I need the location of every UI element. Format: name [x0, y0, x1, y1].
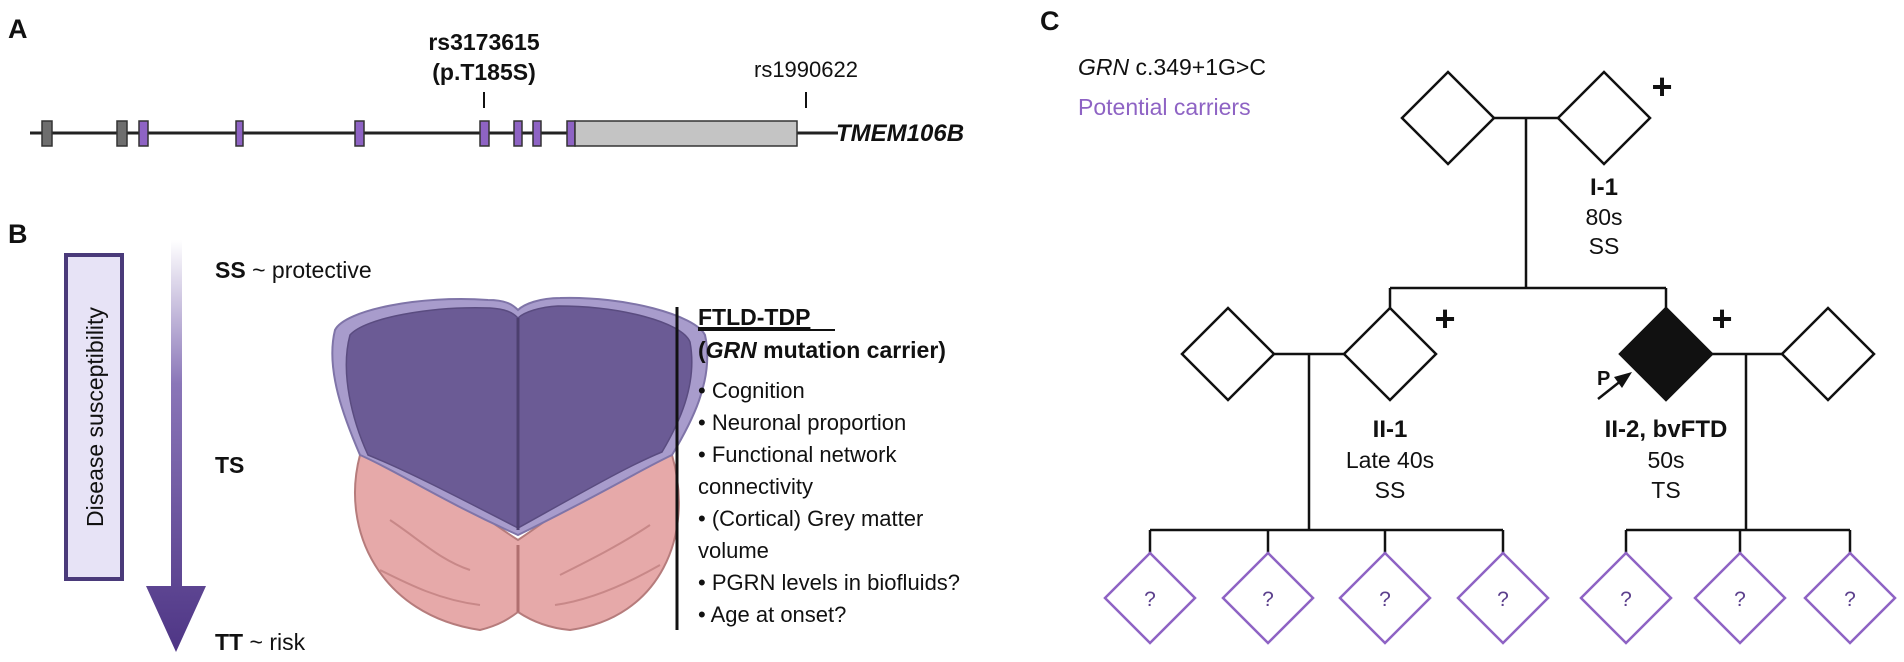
coding-exon-7	[566, 120, 576, 147]
brain-posterior	[354, 451, 680, 632]
ftld-item-network: • Functional network	[698, 442, 897, 467]
unknown-iii-5: ?	[1620, 588, 1632, 611]
legend-variant: GRN c.349+1G>C	[1078, 54, 1266, 80]
susceptibility-arrow	[146, 240, 206, 652]
ftld-item-age-onset: • Age at onset?	[698, 602, 846, 627]
plus-ii-1: +	[1434, 298, 1455, 339]
snp2-id: rs1990622	[754, 57, 858, 82]
coding-exon-1	[138, 120, 149, 147]
legend-potential-carriers: Potential carriers	[1078, 94, 1251, 120]
pedigree-iii-1-potential	[1103, 551, 1197, 645]
ii2-id: II-2, bvFTD	[1605, 416, 1728, 443]
ii2-age: 50s	[1647, 447, 1684, 473]
plus-i-1: +	[1651, 66, 1672, 107]
pedigree-iii-4-potential	[1456, 551, 1550, 645]
unknown-iii-4: ?	[1497, 588, 1509, 611]
pedigree-i-spouse	[1400, 70, 1496, 166]
pedigree-iii-2-potential	[1221, 551, 1315, 645]
coding-exon-5	[513, 120, 523, 147]
i1-age: 80s	[1585, 204, 1622, 230]
pedigree-generation-1	[1400, 70, 1652, 288]
proband-arrow-shaft	[1597, 379, 1623, 400]
unknown-iii-1: ?	[1144, 588, 1156, 611]
arrow-shape	[146, 240, 206, 652]
i1-id: I-1	[1590, 174, 1618, 201]
brain-gyri	[379, 519, 661, 606]
ftld-item-neuronal: • Neuronal proportion	[698, 410, 906, 435]
pedigree-ii-1	[1342, 306, 1438, 402]
proband-arrow-head	[1614, 372, 1632, 388]
coding-exon-6	[532, 120, 542, 147]
ii2-genotype: TS	[1651, 477, 1680, 503]
ftld-title: FTLD-TDP	[698, 304, 810, 330]
pedigree-iii-3-potential	[1338, 551, 1432, 645]
pedigree-iii-7-potential	[1803, 551, 1897, 645]
susceptibility-label: Disease susceptibility	[82, 307, 108, 527]
coding-exon-3	[354, 120, 365, 147]
proband-label: P	[1597, 368, 1610, 390]
snp1-protein: (p.T185S)	[432, 59, 536, 85]
pedigree-iii-5-potential	[1579, 551, 1673, 645]
utr-block	[574, 120, 798, 147]
ftld-item-grey-matter: • (Cortical) Grey matter	[698, 506, 923, 531]
pedigree-generation-3-left	[1103, 528, 1550, 645]
i1-genotype: SS	[1589, 233, 1620, 259]
pedigree-ii-2-affected	[1618, 306, 1714, 402]
pedigree-i-1	[1556, 70, 1652, 166]
ii1-age: Late 40s	[1346, 447, 1434, 473]
proband-arrow	[1597, 372, 1632, 400]
ftld-subtitle: (GRN mutation carrier)	[698, 337, 946, 363]
pedigree-ii-2-spouse	[1780, 306, 1876, 402]
ftld-item-network-cont: connectivity	[698, 474, 813, 499]
unknown-iii-7: ?	[1844, 588, 1856, 611]
noncoding-exon-1	[41, 120, 53, 147]
tt-label: TT ~ risk	[215, 629, 306, 655]
panel-a-label: A	[8, 14, 28, 44]
ftld-item-grey-matter-cont: volume	[698, 538, 769, 563]
unknown-iii-3: ?	[1379, 588, 1391, 611]
susceptibility-box	[64, 253, 124, 581]
unknown-iii-6: ?	[1734, 588, 1746, 611]
pedigree-iii-6-potential	[1693, 551, 1787, 645]
panel-c-label: C	[1040, 6, 1060, 36]
pedigree-ii-1-spouse	[1180, 306, 1276, 402]
pedigree-generation-3-right	[1579, 528, 1897, 645]
ii1-id: II-1	[1373, 416, 1408, 443]
ii1-genotype: SS	[1375, 477, 1406, 503]
gene-model	[30, 120, 838, 147]
ftld-item-pgrn: • PGRN levels in biofluids?	[698, 570, 960, 595]
coding-exon-2	[235, 120, 244, 147]
pedigree-generation-2	[1180, 286, 1876, 530]
snp1-id: rs3173615	[428, 29, 539, 55]
panel-b-label: B	[8, 219, 28, 249]
ss-label: SS ~ protective	[215, 257, 372, 283]
brain-illustration	[331, 296, 709, 632]
plus-ii-2: +	[1711, 298, 1732, 339]
noncoding-exon-2	[116, 120, 128, 147]
ts-label: TS	[215, 452, 244, 478]
unknown-iii-2: ?	[1262, 588, 1274, 611]
gene-name: TMEM106B	[836, 120, 964, 147]
coding-exon-4	[479, 120, 490, 147]
ftld-item-cognition: • Cognition	[698, 378, 805, 403]
